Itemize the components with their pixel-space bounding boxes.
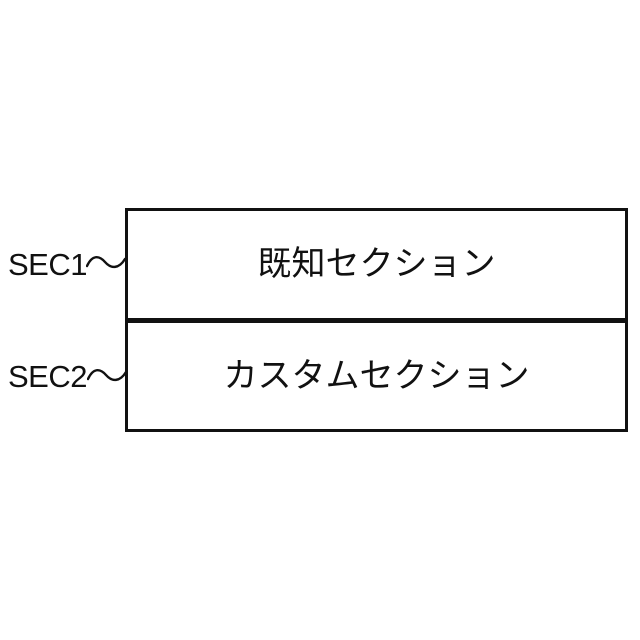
label-sec1: SEC1 <box>8 246 87 282</box>
section-custom-title: カスタムセクション <box>223 356 530 395</box>
squiggle-connector-sec2 <box>87 369 127 382</box>
section-custom: カスタムセクション <box>128 323 625 430</box>
ref-row-sec1: SEC1 <box>8 208 87 320</box>
section-known-title: 既知セクション <box>257 245 496 284</box>
label-sec2: SEC2 <box>8 358 87 394</box>
squiggle-connector-sec1 <box>86 256 126 269</box>
ref-row-sec2: SEC2 <box>8 320 87 432</box>
section-diagram-box: 既知セクション カスタムセクション <box>125 208 628 432</box>
section-known: 既知セクション <box>128 211 625 323</box>
